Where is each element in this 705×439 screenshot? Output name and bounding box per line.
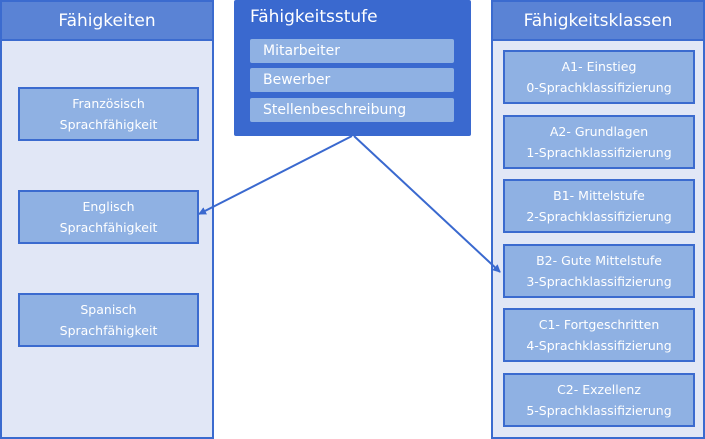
skill-box-english[interactable]: Englisch Sprachfähigkeit: [18, 190, 199, 244]
class-sublabel: 3-Sprachklassifizierung: [526, 274, 672, 289]
class-box-c1[interactable]: C1- Fortgeschritten 4-Sprachklassifizier…: [503, 308, 695, 362]
level-panel-title: Fähigkeitsstufe: [250, 7, 378, 27]
level-item-applicant[interactable]: Bewerber: [250, 68, 454, 92]
class-sublabel: 4-Sprachklassifizierung: [526, 338, 672, 353]
skill-sublabel: Sprachfähigkeit: [59, 220, 158, 235]
level-panel: Fähigkeitsstufe Mitarbeiter Bewerber Ste…: [234, 0, 471, 136]
class-sublabel: 0-Sprachklassifizierung: [526, 80, 672, 95]
classes-panel-title: Fähigkeitsklassen: [493, 2, 703, 41]
class-label: A1- Einstieg: [561, 59, 637, 74]
skill-box-spanish[interactable]: Spanisch Sprachfähigkeit: [18, 293, 199, 347]
skill-label: Spanisch: [80, 302, 137, 317]
class-label: A2- Grundlagen: [549, 124, 649, 139]
skill-label: Englisch: [82, 199, 135, 214]
level-item-job-description[interactable]: Stellenbeschreibung: [250, 98, 454, 122]
class-sublabel: 5-Sprachklassifizierung: [526, 403, 672, 418]
skill-sublabel: Sprachfähigkeit: [59, 323, 158, 338]
class-label: B1- Mittelstufe: [553, 188, 645, 203]
arrow-to-english: [198, 135, 353, 215]
class-label: C1- Fortgeschritten: [538, 317, 660, 332]
class-box-b2[interactable]: B2- Gute Mittelstufe 3-Sprachklassifizie…: [503, 244, 695, 298]
skill-box-french[interactable]: Französisch Sprachfähigkeit: [18, 87, 199, 141]
skill-sublabel: Sprachfähigkeit: [59, 117, 158, 132]
class-box-c2[interactable]: C2- Exzellenz 5-Sprachklassifizierung: [503, 373, 695, 427]
class-box-b1[interactable]: B1- Mittelstufe 2-Sprachklassifizierung: [503, 179, 695, 233]
skills-panel-title: Fähigkeiten: [2, 2, 212, 41]
class-box-a1[interactable]: A1- Einstieg 0-Sprachklassifizierung: [503, 50, 695, 104]
class-box-a2[interactable]: A2- Grundlagen 1-Sprachklassifizierung: [503, 115, 695, 169]
class-label: B2- Gute Mittelstufe: [536, 253, 662, 268]
arrow-to-b2: [353, 135, 501, 273]
class-label: C2- Exzellenz: [557, 382, 641, 397]
level-item-employee[interactable]: Mitarbeiter: [250, 39, 454, 63]
class-sublabel: 2-Sprachklassifizierung: [526, 209, 672, 224]
classes-panel: Fähigkeitsklassen A1- Einstieg 0-Sprachk…: [491, 0, 705, 439]
class-sublabel: 1-Sprachklassifizierung: [526, 145, 672, 160]
skills-panel: Fähigkeiten Französisch Sprachfähigkeit …: [0, 0, 214, 439]
skill-label: Französisch: [72, 96, 145, 111]
